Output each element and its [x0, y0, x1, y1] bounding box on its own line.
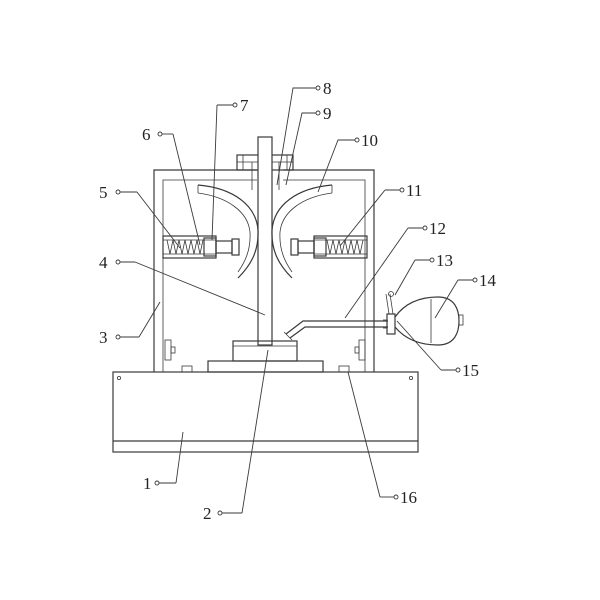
label-10: 10 [361, 131, 378, 150]
housing-frame [153, 169, 375, 372]
left-spring-assembly [162, 235, 240, 259]
leader-dots [115, 85, 478, 516]
label-15: 15 [462, 361, 479, 380]
label-3: 3 [99, 328, 108, 347]
label-7: 7 [240, 96, 249, 115]
label-8: 8 [323, 79, 332, 98]
label-13: 13 [436, 251, 453, 270]
part-labels: 1 2 3 4 5 6 7 8 9 10 11 12 13 14 15 16 [99, 79, 497, 523]
label-2: 2 [203, 504, 212, 523]
pump-assembly [383, 291, 464, 346]
label-16: 16 [400, 488, 417, 507]
base-block [112, 371, 419, 453]
label-1: 1 [143, 474, 152, 493]
leader-lines [118, 87, 475, 514]
label-9: 9 [323, 104, 332, 123]
label-11: 11 [406, 181, 422, 200]
label-14: 14 [479, 271, 497, 290]
central-shaft [257, 136, 273, 346]
label-4: 4 [99, 253, 108, 272]
label-5: 5 [99, 183, 108, 202]
label-6: 6 [142, 125, 151, 144]
corner-brackets [164, 339, 366, 373]
turntable [207, 340, 324, 373]
label-12: 12 [429, 219, 446, 238]
curved-blades [197, 184, 333, 279]
spray-tube [283, 320, 388, 341]
right-spring-assembly [290, 235, 368, 259]
